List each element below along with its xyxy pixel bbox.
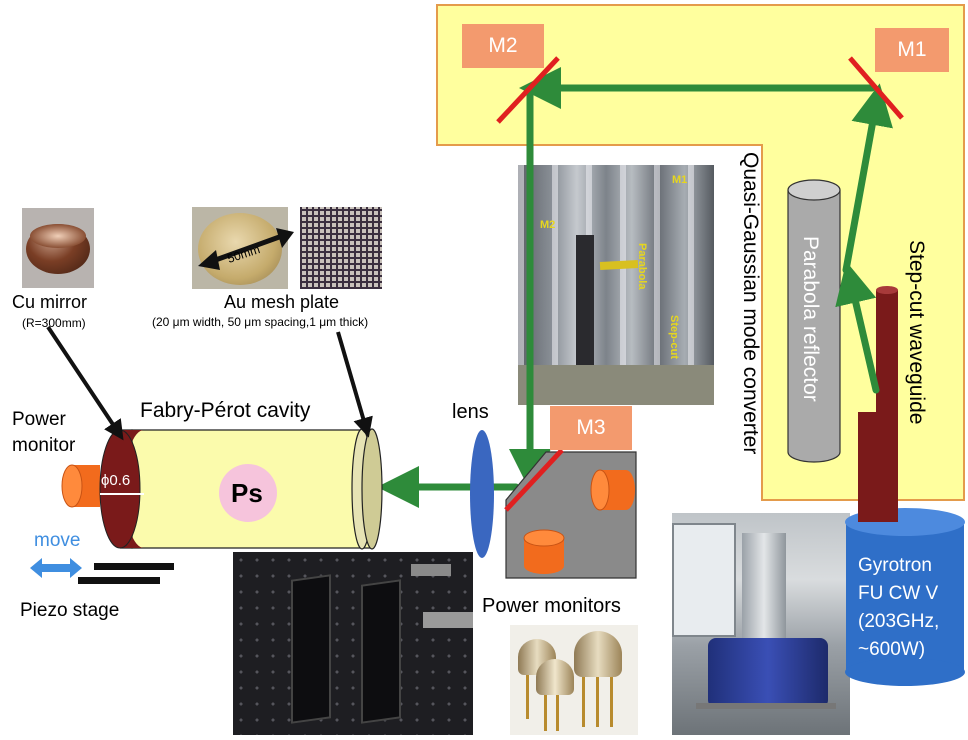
power-monitor-left [61, 464, 100, 508]
tag-m3: M3 [550, 406, 632, 450]
fabry-perot-cavity [99, 428, 383, 550]
stepcut-waveguide [858, 286, 898, 522]
cavity-photo [233, 552, 473, 735]
photo-label-m1: M1 [672, 174, 688, 186]
au-mesh-closeup [300, 207, 382, 289]
mirror-m2 [496, 56, 560, 124]
beam-waveguide-to-parabola [835, 261, 880, 394]
au-mesh-label: Au mesh plate [224, 292, 340, 312]
mirror-m1 [848, 56, 904, 120]
converter-title: Quasi-Gaussian mode converter [739, 152, 762, 455]
power-monitor-label-line2: monitor [12, 435, 76, 456]
photo-label-stepcut: Step-cut [668, 315, 680, 359]
ps-circle [219, 464, 277, 522]
piezo-stage-bottom [78, 577, 160, 584]
au-mesh-sub: (20 μm width, 50 μm spacing,1 μm thick) [152, 315, 369, 329]
converter-photo: M1 M2 Parabola Step-cut [518, 165, 714, 405]
dimension-arrow-50mm [198, 228, 294, 270]
move-arrow [30, 558, 82, 578]
parabola-reflector [787, 179, 841, 463]
cu-mirror-label: Cu mirror [12, 292, 87, 312]
power-monitor-right [590, 469, 635, 511]
cu-mirror-sub: (R=300mm) [22, 316, 86, 330]
photo-label-parabola: Parabola [636, 243, 648, 290]
cavity-title: Fabry-Pérot cavity [140, 399, 311, 422]
move-label: move [34, 530, 81, 551]
power-monitor-label-line1: Power [12, 409, 66, 430]
gyrotron-photo [672, 513, 850, 735]
cavity-aperture: ϕ0.6 [101, 472, 131, 489]
gyrotron-line3: (203GHz, [858, 611, 940, 632]
parabola-label: Parabola reflector [799, 236, 822, 402]
mirror-m3 [504, 448, 564, 512]
tag-m1: M1 [875, 28, 949, 72]
piezo-stage-top [94, 563, 174, 570]
tag-m2: M2 [462, 24, 544, 68]
gyrotron-line4: ~600W) [858, 639, 926, 660]
gyrotron-line2: FU CW V [858, 583, 939, 604]
power-monitor-bottom [523, 529, 565, 574]
pointer-cu-mirror [46, 325, 124, 441]
lens-label: lens [452, 401, 489, 423]
power-monitors-photo [510, 625, 638, 735]
ps-label: Ps [231, 478, 263, 508]
beam-path [377, 67, 893, 508]
power-monitors-label: Power monitors [482, 595, 621, 617]
lens [470, 430, 494, 558]
waveguide-label: Step-cut waveguide [905, 240, 928, 425]
beam-parabola-to-m1 [842, 83, 893, 274]
pointer-au-mesh [336, 331, 373, 438]
piezo-stage-label: Piezo stage [20, 600, 120, 621]
gyrotron-line1: Gyrotron [858, 555, 932, 576]
cu-mirror-photo [22, 208, 94, 288]
photo-label-m2: M2 [540, 219, 556, 231]
